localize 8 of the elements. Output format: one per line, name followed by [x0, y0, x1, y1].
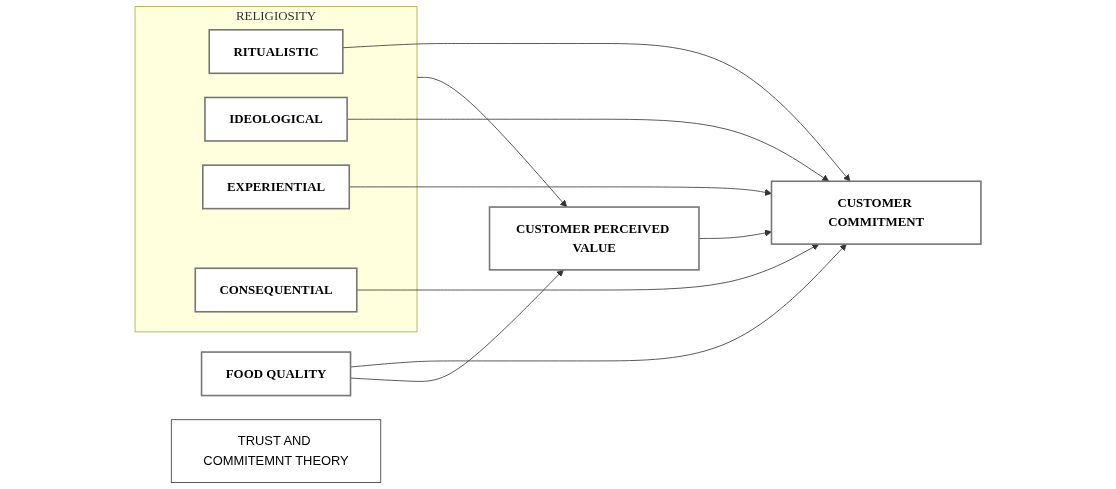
node-box: EXPERIENTIAL [202, 164, 351, 210]
node-box: CUSTOMER COMMITMENT [770, 180, 982, 245]
node-box: RITUALISTIC [208, 29, 344, 75]
node-box: CONSEQUENTIAL [194, 267, 358, 313]
node-box: FOOD QUALITY [200, 351, 352, 397]
node-box: IDEOLOGICAL [204, 96, 348, 142]
node-box: TRUST AND COMMITEMNT THEORY [170, 419, 382, 483]
node-box: CUSTOMER PERCEIVED VALUE [488, 206, 700, 271]
